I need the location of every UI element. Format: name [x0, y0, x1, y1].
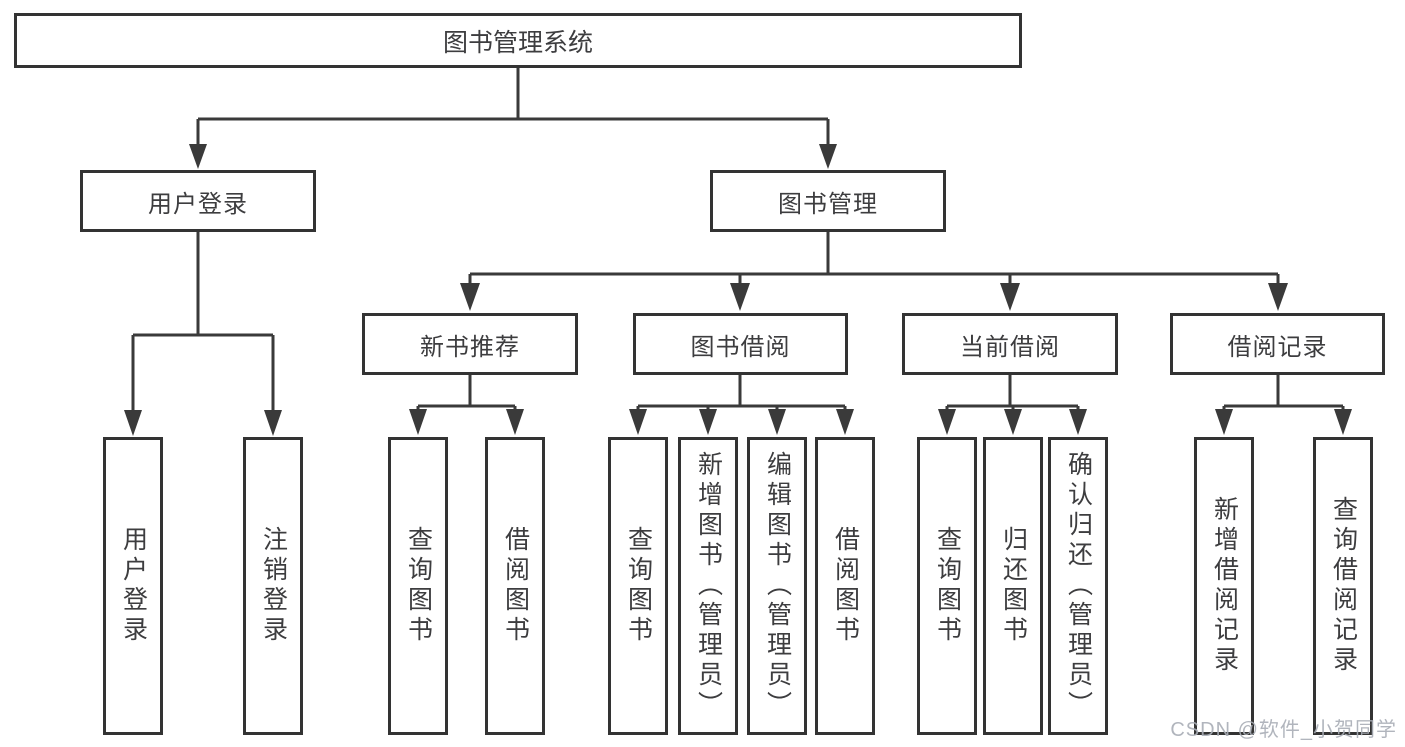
leaf-query-borrow-record: 查询借阅记录	[1313, 437, 1373, 735]
node-current-borrow: 当前借阅	[902, 313, 1118, 375]
leaf-label: 新增图书（管理员）	[694, 451, 723, 721]
leaf-label: 注销登录	[259, 526, 288, 646]
leaf-query-books-current: 查询图书	[917, 437, 977, 735]
node-label: 当前借阅	[960, 333, 1060, 361]
leaf-edit-books-admin: 编辑图书（管理员）	[747, 437, 807, 735]
node-label: 用户登录	[148, 190, 248, 218]
node-label: 图书管理	[778, 190, 878, 218]
leaf-query-books-borrow: 查询图书	[608, 437, 668, 735]
leaf-borrow-books-recommend: 借阅图书	[485, 437, 545, 735]
leaf-label: 借阅图书	[831, 526, 860, 646]
node-user-login: 用户登录	[80, 170, 316, 232]
leaf-label: 查询借阅记录	[1329, 496, 1358, 676]
leaf-logout: 注销登录	[243, 437, 303, 735]
node-label: 图书管理系统	[442, 28, 593, 57]
leaf-query-books-recommend: 查询图书	[388, 437, 448, 735]
leaf-return-books: 归还图书	[983, 437, 1043, 735]
leaf-label: 查询图书	[404, 526, 433, 646]
leaf-add-borrow-record: 新增借阅记录	[1194, 437, 1254, 735]
leaf-label: 编辑图书（管理员）	[763, 451, 792, 721]
leaf-add-books-admin: 新增图书（管理员）	[678, 437, 738, 735]
node-new-book-recommend: 新书推荐	[362, 313, 578, 375]
leaf-label: 归还图书	[999, 526, 1028, 646]
leaf-confirm-return-admin: 确认归还（管理员）	[1048, 437, 1108, 735]
leaf-user-login: 用户登录	[103, 437, 163, 735]
leaf-label: 确认归还（管理员）	[1064, 451, 1093, 721]
leaf-label: 查询图书	[933, 526, 962, 646]
node-label: 图书借阅	[690, 333, 791, 361]
leaf-borrow-books: 借阅图书	[815, 437, 875, 735]
node-label: 借阅记录	[1227, 333, 1328, 361]
leaf-label: 借阅图书	[501, 526, 530, 646]
node-borrow-records: 借阅记录	[1170, 313, 1385, 375]
node-book-borrow: 图书借阅	[633, 313, 848, 375]
node-library-management-system: 图书管理系统	[14, 13, 1022, 68]
arrowheads	[124, 144, 1352, 436]
leaf-label: 用户登录	[119, 526, 148, 646]
node-label: 新书推荐	[420, 333, 520, 361]
leaf-label: 查询图书	[624, 526, 653, 646]
node-book-management: 图书管理	[710, 170, 946, 232]
leaf-label: 新增借阅记录	[1210, 496, 1239, 676]
